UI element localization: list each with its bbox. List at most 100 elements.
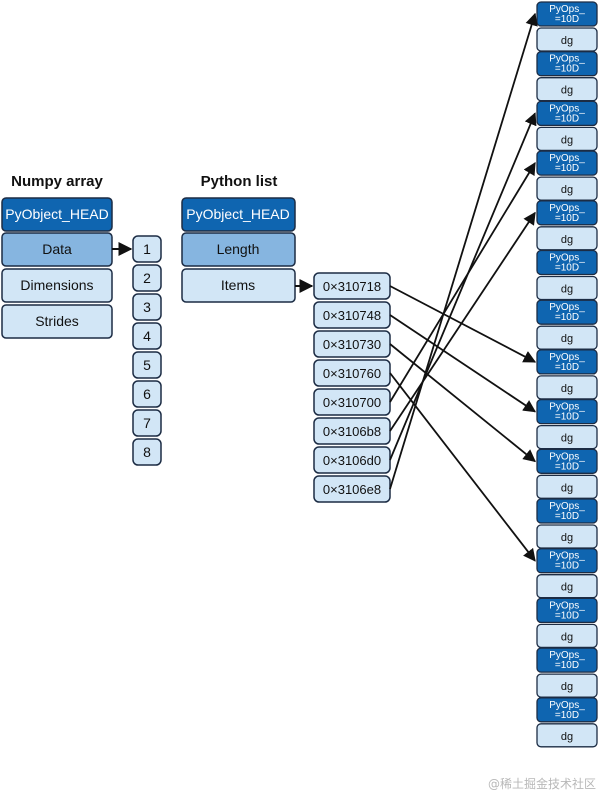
- numpy-array-struct: Numpy array PyObject_HEAD Data Dimension…: [1, 173, 113, 339]
- heap-object-type-label: PyOps_: [549, 302, 585, 313]
- data-buffer: 1 2 3 4 5 6 7 8: [132, 235, 162, 466]
- buffer-cell-value: 5: [143, 357, 151, 373]
- heap-object-type-label: PyOps_: [549, 551, 585, 562]
- pointer-arrow: [389, 12, 538, 490]
- heap-object-header: [536, 299, 598, 325]
- heap-object: PyOps_=10D dg: [536, 200, 598, 251]
- buffer-cell-value: 8: [143, 444, 151, 460]
- heap-object-type-label: PyOps_: [549, 600, 585, 611]
- heap-object-header: [536, 150, 598, 176]
- heap-object-refcount-label: =10D: [555, 461, 579, 472]
- buffer-cell: [132, 409, 162, 437]
- heap-object-header: [536, 200, 598, 226]
- buffer-cell-value: 6: [143, 386, 151, 402]
- heap-object-type-label: PyOps_: [549, 153, 585, 164]
- pointer-arrow: [389, 372, 536, 562]
- heap-object-refcount-label: =10D: [555, 312, 579, 323]
- heap-object-refcount-label: =10D: [555, 14, 579, 25]
- pointer-address: 0×310748: [323, 308, 381, 323]
- heap-object-body: [536, 27, 598, 52]
- numpy-pyobject-head-label: PyObject_HEAD: [5, 206, 108, 222]
- buffer-cell-value: 7: [143, 415, 151, 431]
- heap-object-type-label: PyOps_: [549, 54, 585, 65]
- heap-object-body: [536, 723, 598, 748]
- heap-object-refcount-label: =10D: [555, 511, 579, 522]
- heap-object-refcount-label: =10D: [555, 64, 579, 75]
- heap-object-header: [536, 249, 598, 276]
- numpy-pyobject-head-box: [1, 197, 113, 232]
- pointer-address: 0×3106d0: [323, 453, 381, 468]
- pointer-address: 0×310700: [323, 395, 381, 410]
- heap-object: PyOps_=10D dg: [536, 597, 598, 649]
- heap-object: PyOps_=10D dg: [536, 448, 598, 499]
- buffer-cell-value: 2: [143, 270, 151, 286]
- heap-object-header: [536, 548, 598, 574]
- heap-object-refcount-label: =10D: [555, 213, 579, 224]
- numpy-dimensions-box: [1, 268, 113, 303]
- heap-object-body: [536, 375, 598, 400]
- pointer-arrow: [389, 314, 537, 413]
- heap-object-body: [536, 325, 598, 350]
- heap-object-header: [536, 398, 598, 425]
- heap-object-body: [536, 474, 598, 499]
- pointer-address: 0×3106b8: [323, 424, 381, 439]
- numpy-dimensions-label: Dimensions: [20, 277, 93, 293]
- pointer-array: 0×310718 0×310748 0×310730 0×310760 0×31…: [313, 272, 391, 503]
- pointer-arrow: [389, 211, 536, 432]
- heap-object-header: [536, 51, 598, 77]
- heap-object-value-label: dg: [561, 234, 573, 246]
- heap-object-body: [536, 574, 598, 599]
- heap-object-header: [536, 597, 598, 624]
- heap-object-type-label: PyOps_: [549, 650, 585, 661]
- heap-object-type-label: PyOps_: [549, 451, 585, 462]
- list-pyobject-head-label: PyObject_HEAD: [186, 206, 289, 222]
- buffer-cell: [132, 380, 162, 408]
- buffer-cell: [132, 351, 162, 379]
- list-length-label: Length: [217, 241, 260, 257]
- heap-object-header: [536, 647, 598, 673]
- heap-object-value-label: dg: [561, 35, 573, 47]
- heap-object-refcount-label: =10D: [555, 113, 579, 124]
- heap-object-refcount-label: =10D: [555, 561, 579, 572]
- heap-object-header: [536, 697, 598, 723]
- heap-object-type-label: PyOps_: [549, 352, 585, 363]
- heap-object-header: [536, 448, 598, 474]
- heap-object-value-label: dg: [561, 383, 573, 395]
- buffer-cell-value: 4: [143, 328, 151, 344]
- heap-object-type-label: PyOps_: [549, 203, 585, 214]
- pointer-arrow: [389, 162, 536, 403]
- heap-object-refcount-label: =10D: [555, 163, 579, 174]
- numpy-array-title: Numpy array: [11, 173, 103, 190]
- heap-object-body: [536, 176, 598, 201]
- buffer-cell: [132, 322, 162, 350]
- heap-object-refcount-label: =10D: [555, 412, 579, 423]
- buffer-cell-value: 3: [143, 299, 151, 315]
- watermark: @稀土掘金技术社区: [488, 776, 596, 791]
- buffer-cell: [132, 264, 162, 292]
- python-list-title: Python list: [201, 173, 278, 190]
- heap-object-value-label: dg: [561, 482, 573, 494]
- heap-object-header: [536, 498, 598, 524]
- list-pyobject-head-box: [181, 197, 296, 232]
- heap-object-body: [536, 226, 598, 251]
- list-items-label: Items: [221, 277, 255, 293]
- heap-object-type-label: PyOps_: [549, 103, 585, 114]
- numpy-data-label: Data: [42, 241, 72, 257]
- heap-object-value-label: dg: [561, 532, 573, 544]
- heap-object-value-label: dg: [561, 731, 573, 743]
- pointer-address: 0×310730: [323, 337, 381, 352]
- heap-object-value-label: dg: [561, 631, 573, 643]
- numpy-strides-label: Strides: [35, 313, 79, 329]
- heap-object-refcount-label: =10D: [555, 610, 579, 621]
- heap-object-value-label: dg: [561, 681, 573, 693]
- heap-object-body: [536, 126, 598, 152]
